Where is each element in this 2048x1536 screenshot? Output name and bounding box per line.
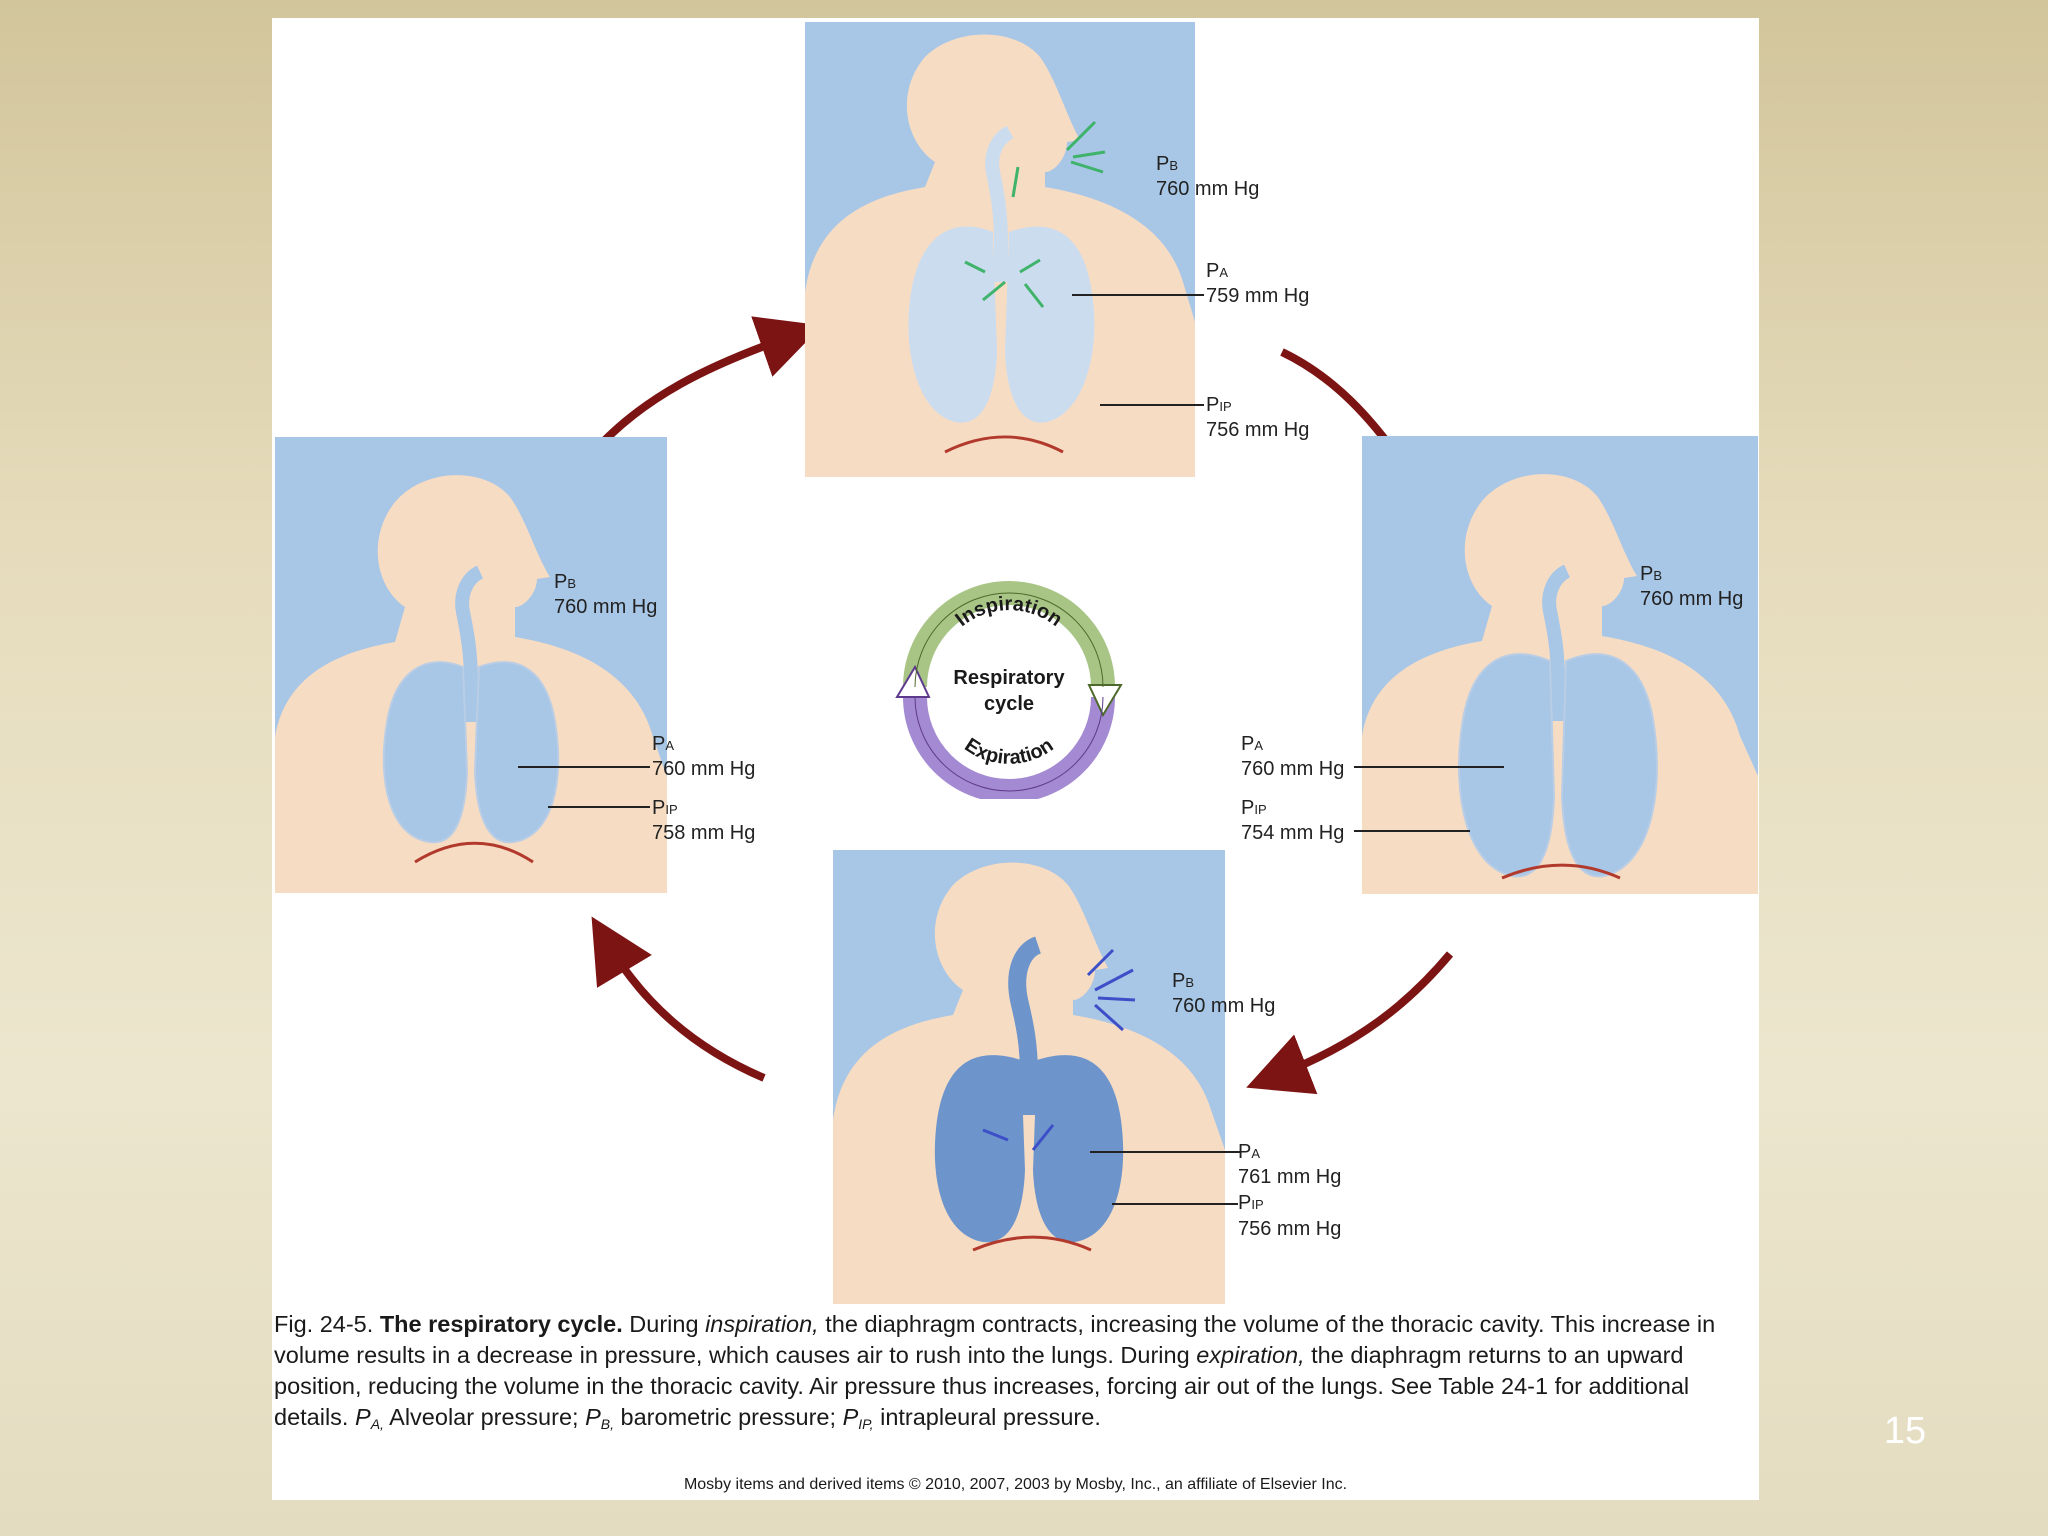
left-pip-leader	[548, 806, 650, 808]
lung-right	[1033, 1055, 1124, 1243]
caption-text-2: the diaphragm contracts, increasing the …	[274, 1311, 1716, 1368]
arrow-bottom-to-left	[591, 916, 766, 1082]
bottom-pa-value: 761 mm Hg	[1238, 1166, 1342, 1188]
airflow-out-arrows	[982, 948, 1136, 1151]
airway	[455, 565, 484, 722]
diaphragm	[972, 1235, 1092, 1252]
top-pip-label: PIP	[1206, 394, 1232, 416]
panel-expiration-start	[833, 850, 1225, 1304]
diaphragm	[1501, 863, 1621, 880]
bottom-pa-label: PA	[1238, 1141, 1261, 1163]
expiration-label: Expiration	[961, 734, 1058, 769]
caption-pip-desc: intrapleural pressure.	[880, 1404, 1101, 1430]
bottom-pa-leader	[1090, 1151, 1240, 1153]
bottom-pb-label: PB	[1172, 970, 1195, 992]
copyright-notice: Mosby items and derived items © 2010, 20…	[683, 1476, 1348, 1493]
airway	[1008, 936, 1042, 1115]
inspiration-arrowhead	[1087, 684, 1123, 718]
caption-pa-desc: Alveolar pressure;	[389, 1404, 579, 1430]
caption-fig-number: Fig. 24-5.	[274, 1311, 374, 1337]
expiration-arrowhead	[895, 664, 931, 698]
diaphragm	[414, 841, 534, 864]
panel-inspiration-end	[1362, 436, 1758, 894]
top-pa-leader	[1072, 294, 1204, 296]
left-pb-value: 760 mm Hg	[554, 596, 658, 618]
lung-left	[934, 1055, 1025, 1243]
right-pb-label: PB	[1640, 563, 1663, 585]
cycle-center-line2: cycle	[983, 693, 1035, 715]
airway	[985, 125, 1014, 282]
top-pb-label: PB	[1156, 153, 1179, 175]
slide-number: 15	[1883, 1410, 1927, 1452]
caption-pa-symbol: P	[355, 1404, 371, 1430]
left-pa-value: 760 mm Hg	[652, 758, 756, 780]
caption-pb-sub: B,	[600, 1416, 614, 1432]
arrow-right-to-bottom	[1246, 951, 1454, 1095]
cycle-center-line1: Respiratory	[953, 667, 1065, 689]
caption-inspiration: inspiration,	[705, 1311, 819, 1337]
caption-pa-sub: A,	[370, 1416, 384, 1432]
caption-fig-title: The respiratory cycle.	[379, 1311, 623, 1337]
caption-pb-desc: barometric pressure;	[620, 1404, 837, 1430]
left-pa-leader	[518, 766, 650, 768]
top-pip-leader	[1100, 404, 1204, 406]
bottom-pip-label: PIP	[1238, 1192, 1264, 1214]
top-pa-label: PA	[1206, 260, 1229, 282]
diaphragm	[944, 435, 1064, 454]
lung-left	[382, 661, 469, 844]
panel-expiration-end	[275, 437, 667, 893]
left-pip-value: 758 mm Hg	[652, 822, 756, 844]
right-pa-value: 760 mm Hg	[1241, 758, 1345, 780]
top-pip-value: 756 mm Hg	[1206, 419, 1310, 441]
lung-right	[473, 661, 560, 844]
left-pb-label: PB	[554, 571, 577, 593]
caption-pip-sub: IP,	[858, 1416, 874, 1432]
right-pip-label: PIP	[1241, 797, 1267, 819]
airflow-in-arrows	[964, 120, 1106, 308]
figure-caption: Fig. 24-5. The respiratory cycle. During…	[274, 1309, 1754, 1440]
lung-left	[1458, 653, 1556, 878]
left-pip-label: PIP	[652, 797, 678, 819]
caption-text-3: the diaphragm returns to an upward posit…	[274, 1342, 1690, 1430]
respiratory-cycle-figure: PB 760 mm Hg PA 759 mm Hg PIP 756 mm Hg …	[272, 18, 1759, 1500]
caption-text-1: During	[629, 1311, 699, 1337]
caption-expiration: expiration,	[1196, 1342, 1305, 1368]
right-pa-label: PA	[1241, 733, 1264, 755]
respiratory-cycle-diagram: Inspiration Expiration Respiratory cycle	[889, 559, 1129, 803]
right-pip-leader	[1354, 830, 1470, 832]
arrow-left-to-top	[586, 316, 823, 459]
bottom-pip-leader	[1112, 1203, 1238, 1205]
right-pb-value: 760 mm Hg	[1640, 588, 1744, 610]
right-pip-value: 754 mm Hg	[1241, 822, 1345, 844]
panel-inspiration-start	[805, 22, 1195, 477]
svg-text:Expiration: Expiration	[961, 734, 1058, 769]
bottom-pip-value: 756 mm Hg	[1238, 1218, 1342, 1240]
lung-left	[908, 226, 997, 423]
lung-right	[1005, 226, 1095, 423]
top-pa-value: 759 mm Hg	[1206, 285, 1310, 307]
left-pa-label: PA	[652, 733, 675, 755]
top-pb-value: 760 mm Hg	[1156, 178, 1260, 200]
right-pa-leader	[1354, 766, 1504, 768]
airway	[1542, 564, 1571, 721]
bottom-pb-value: 760 mm Hg	[1172, 995, 1276, 1017]
lung-right	[1560, 653, 1658, 878]
caption-pb-symbol: P	[585, 1404, 601, 1430]
caption-pip-symbol: P	[842, 1404, 859, 1430]
